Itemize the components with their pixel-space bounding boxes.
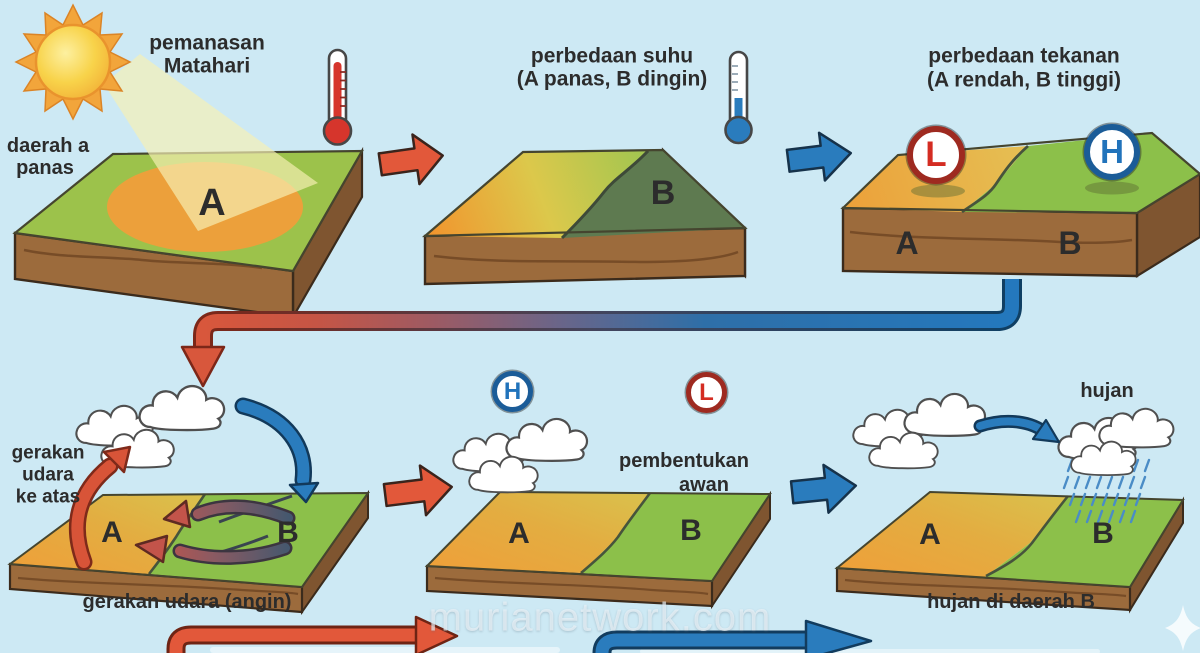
high-pressure-badge: H — [1084, 124, 1140, 180]
step4-region-b-label: B — [277, 516, 299, 549]
step1-region-a-label: A — [198, 182, 226, 224]
step6-region-b-label: B — [1092, 517, 1114, 550]
step6-caption: hujan di daerah B — [927, 591, 1095, 613]
step4-note-line1: gerakan — [11, 442, 85, 464]
low-pressure-badge-small: L — [686, 372, 727, 413]
step-arrow-4-icon — [382, 464, 453, 517]
land-block-pressure — [840, 131, 1200, 278]
glow-strip — [210, 647, 560, 653]
step-arrow-2-icon — [785, 131, 853, 182]
land-block-temperature — [421, 147, 748, 286]
updraft-arrow — [68, 445, 132, 571]
feedback-pipe-arrow — [180, 279, 1022, 388]
watermark: murianetwork.com — [428, 595, 772, 640]
wind-arrow-upper — [162, 499, 296, 529]
step6-region-a-label: A — [919, 518, 941, 551]
cloud-icon-formation — [452, 417, 589, 494]
step4-note-line3: ke atas — [15, 486, 81, 508]
step5-caption-line1: pembentukan — [618, 450, 750, 472]
step3-title-line2: (A rendah, B tinggi) — [926, 68, 1122, 92]
step4-region-a-label: A — [101, 516, 123, 549]
step1-title-line1: pemanasan — [149, 31, 265, 55]
wind-arrow-lower — [134, 534, 293, 565]
step4-caption: gerakan udara (angin) — [82, 591, 292, 613]
land-block-cloud-formation — [424, 490, 772, 610]
high-pressure-letter-small: H — [503, 377, 522, 405]
glow-strip-2 — [640, 649, 1100, 653]
step5-region-b-label: B — [680, 514, 702, 547]
step3-region-b-label: B — [1058, 225, 1082, 261]
land-block-rain — [834, 490, 1185, 614]
cloud-icon-updraft — [75, 384, 226, 469]
high-pressure-letter: H — [1100, 133, 1124, 170]
step3-region-a-label: A — [895, 225, 919, 261]
low-pressure-letter: L — [925, 135, 947, 174]
cold-thermometer-icon — [724, 50, 753, 145]
step1-area-label-line1: daerah a — [6, 135, 90, 157]
bottom-hot-pipe-arrow — [166, 615, 459, 653]
step1-area-label-line2: panas — [16, 157, 74, 179]
step5-caption-line2: awan — [678, 474, 730, 496]
rain-cloud-icon — [1057, 407, 1175, 476]
step4-note-line2: udara — [22, 464, 74, 486]
low-pressure-badge: L — [907, 126, 965, 184]
step3-title-line1: perbedaan tekanan — [928, 44, 1120, 68]
step6-rain-label: hujan — [1080, 380, 1134, 402]
step-arrow-5-icon — [789, 463, 858, 514]
sparkle-icon — [1165, 605, 1200, 651]
step2-title-line2: (A panas, B dingin) — [516, 67, 708, 91]
step5-region-a-label: A — [508, 517, 530, 550]
low-pressure-letter-small: L — [699, 378, 714, 406]
cloud-icon-drifting — [852, 392, 987, 470]
step1-title-line2: Matahari — [163, 54, 251, 78]
cloud-drift-arrow — [973, 414, 1061, 444]
step2-title-line1: perbedaan suhu — [530, 44, 694, 68]
step2-region-b-label: B — [650, 174, 676, 212]
downdraft-arrow — [234, 397, 320, 504]
high-pressure-badge-small: H — [492, 371, 533, 412]
sun-beam — [104, 54, 318, 231]
step-arrow-1-icon — [377, 133, 444, 186]
sun-icon — [14, 3, 132, 121]
hot-thermometer-icon — [322, 48, 353, 146]
